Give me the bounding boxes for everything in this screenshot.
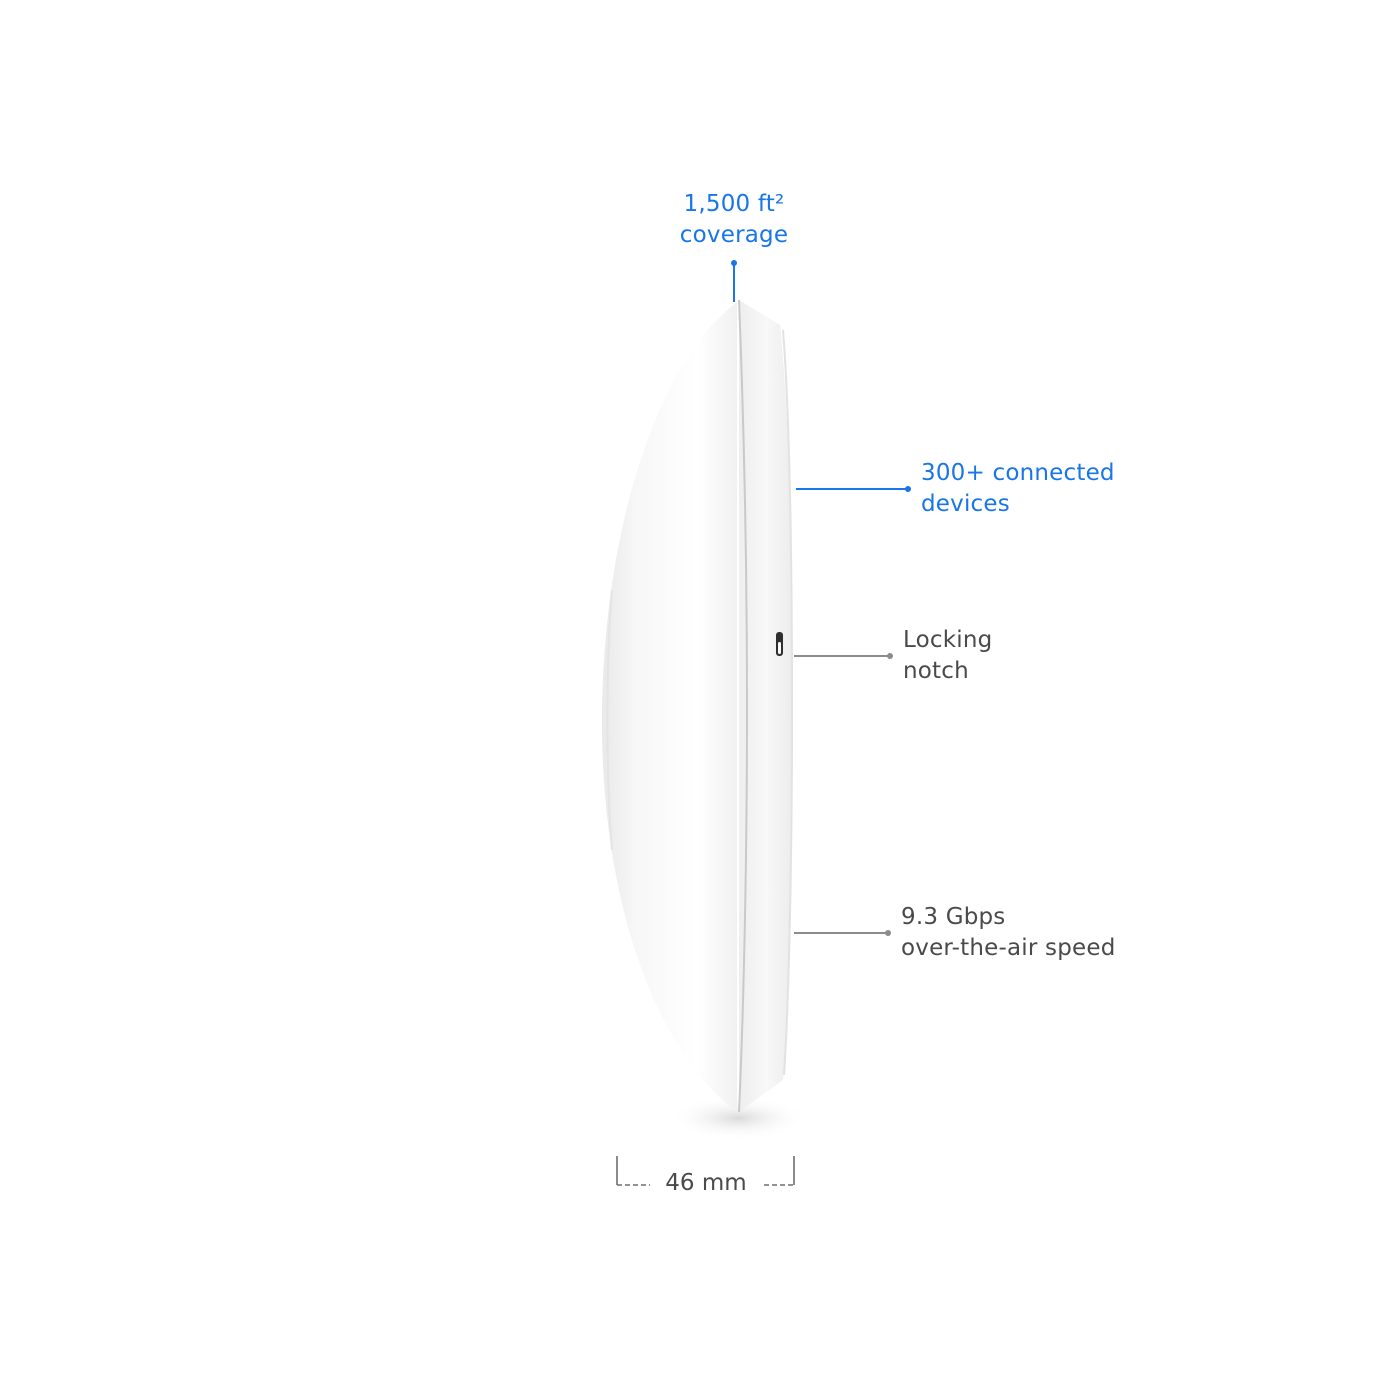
speed-leader-dot xyxy=(885,930,891,936)
dome-cover xyxy=(601,302,737,1112)
devices-value: 300+ connected xyxy=(921,460,1115,486)
speed-value: 9.3 Gbps xyxy=(901,904,1006,930)
notch-label-line1: Locking xyxy=(903,627,993,653)
coverage-leader-dot xyxy=(731,260,737,266)
dome-inner-highlight xyxy=(606,589,613,851)
coverage-callout: 1,500 ft² coverage xyxy=(634,189,834,251)
coverage-value: 1,500 ft² xyxy=(683,191,785,217)
device-seam xyxy=(738,299,749,1113)
notch-leader-dot xyxy=(887,653,893,659)
device-shadow xyxy=(668,1096,808,1140)
speed-callout: 9.3 Gbps over-the-air speed xyxy=(901,902,1116,964)
speed-label: over-the-air speed xyxy=(901,935,1116,961)
notch-callout: Locking notch xyxy=(903,625,992,687)
coverage-label: coverage xyxy=(679,222,789,248)
notch-label-line2: notch xyxy=(903,658,969,684)
devices-callout: 300+ connected devices xyxy=(921,458,1115,520)
device-base xyxy=(739,300,793,1112)
devices-leader-dot xyxy=(905,486,911,492)
base-edge-highlight xyxy=(782,329,794,1076)
width-dimension-label: 46 mm xyxy=(665,1170,747,1196)
width-dimension-bracket xyxy=(616,1156,795,1186)
devices-label: devices xyxy=(921,491,1010,517)
